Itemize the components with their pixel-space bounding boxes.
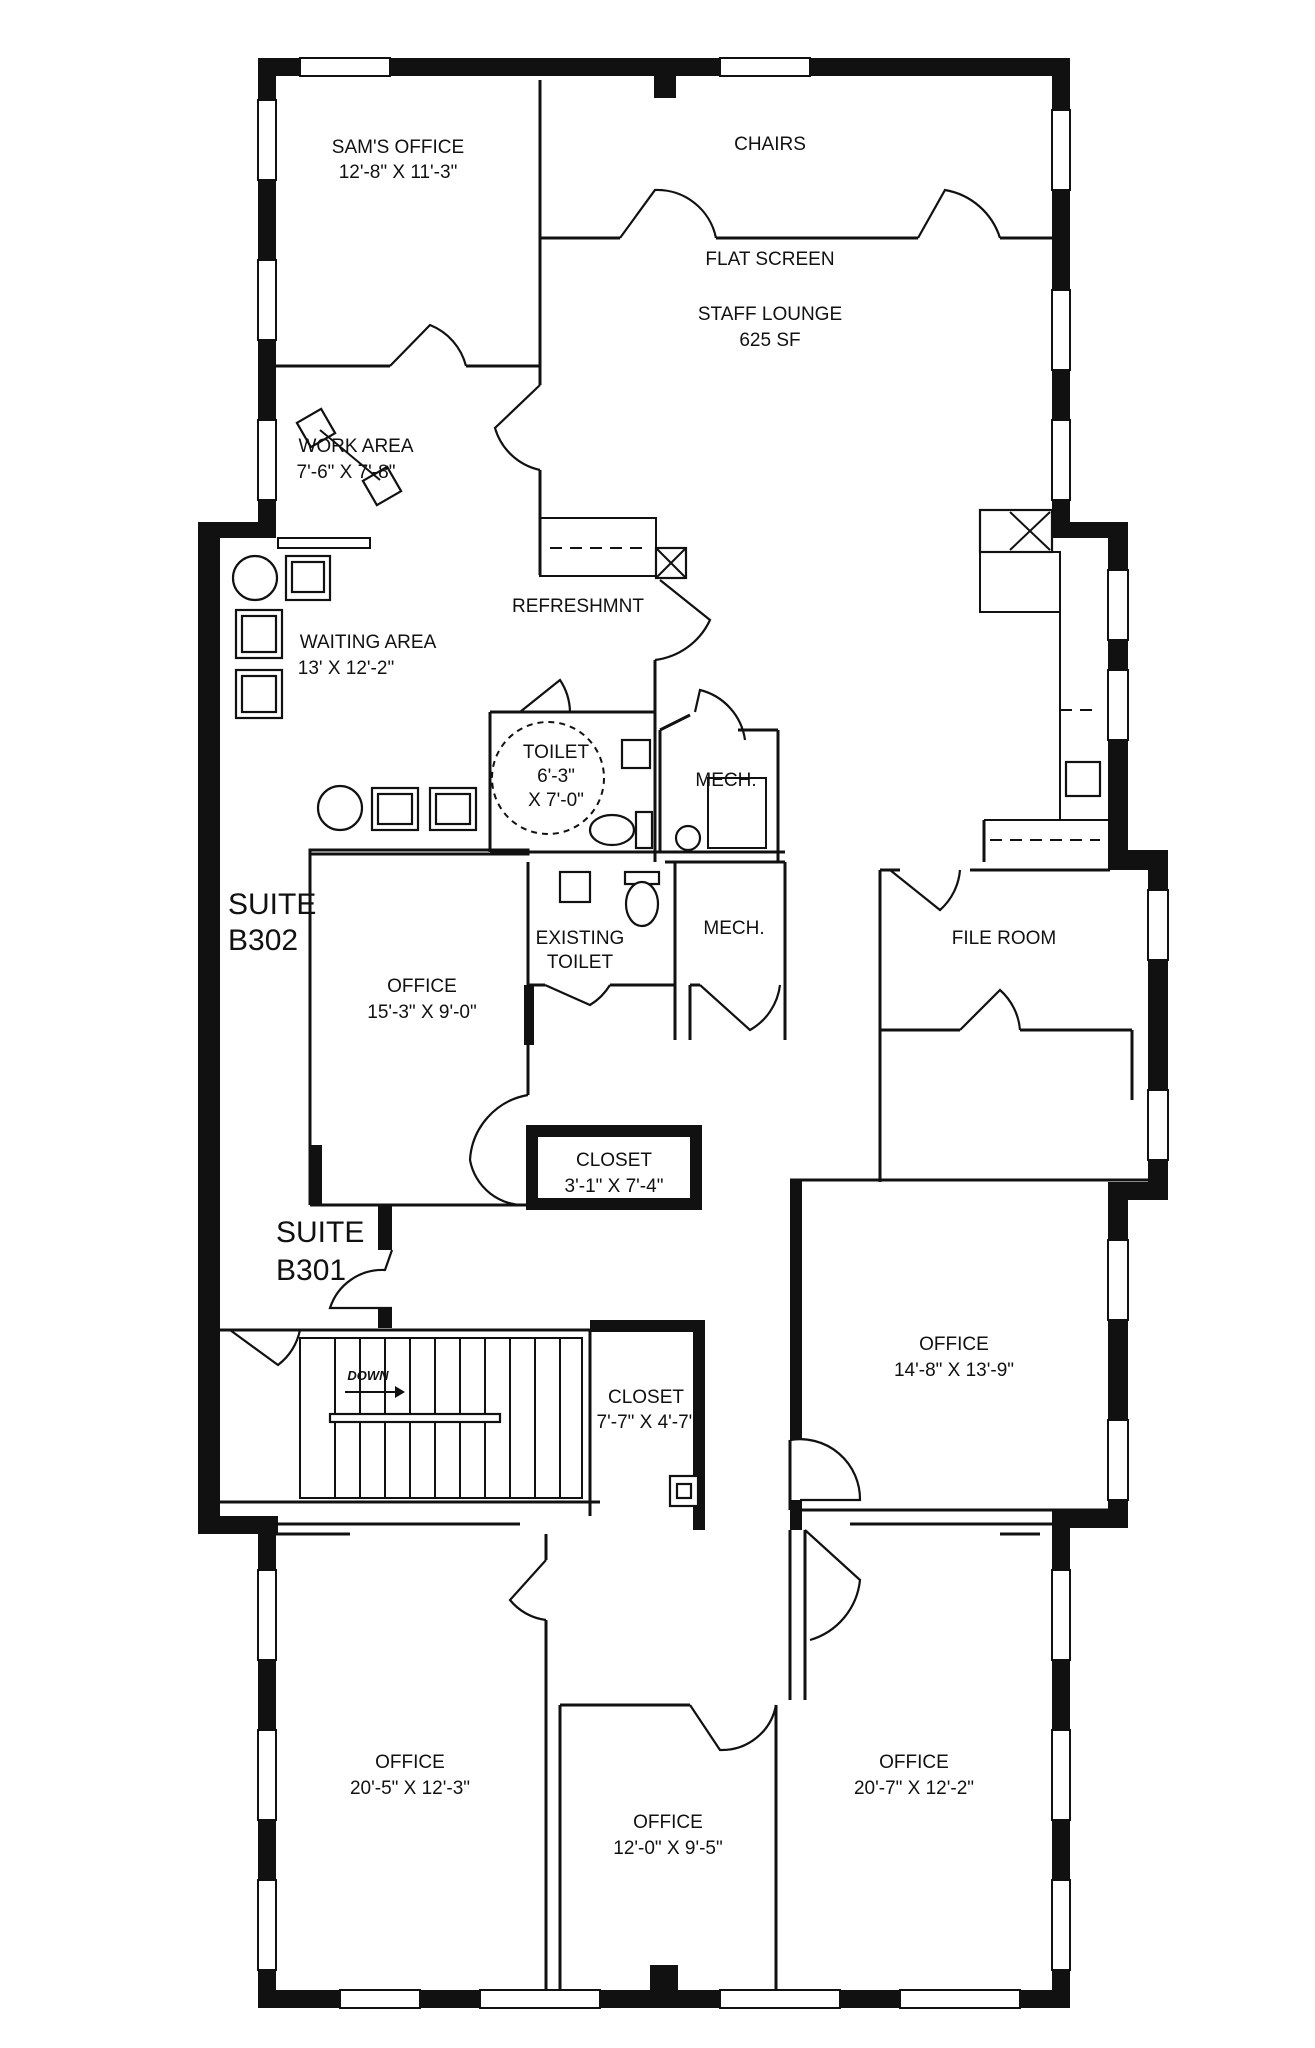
office-bottom-right-name: OFFICE xyxy=(879,1752,949,1773)
mech-lower-label: MECH. xyxy=(703,918,764,939)
office-bottom-right-size: 20'-7" X 12'-2" xyxy=(854,1778,974,1799)
staff-lounge-size: 625 SF xyxy=(739,330,800,351)
closet-stair-name: CLOSET xyxy=(608,1387,684,1408)
stair-treads xyxy=(328,1338,561,1498)
office-left-size: 15'-3" X 9'-0" xyxy=(367,1002,476,1023)
toilet-name: TOILET xyxy=(523,742,590,763)
interior-walls xyxy=(218,80,1150,1990)
office-bottom-mid-size: 12'-0" X 9'-5" xyxy=(613,1838,722,1859)
staff-lounge-name: STAFF LOUNGE xyxy=(698,304,842,325)
sams-office-name: SAM'S OFFICE xyxy=(332,137,464,158)
suite-labels: SUITE B302 SUITE B301 xyxy=(228,888,364,1287)
toilet-size-2: X 7'-0" xyxy=(528,790,584,811)
work-area-size: 7'-6" X 7'-8" xyxy=(297,462,396,483)
file-room-label: FILE ROOM xyxy=(952,928,1057,949)
office-bottom-left-name: OFFICE xyxy=(375,1752,445,1773)
office-bottom-left-size: 20'-5" X 12'-3" xyxy=(350,1778,470,1799)
closet-stair-size: 7'-7" X 4'-7" xyxy=(597,1412,696,1433)
suite-b301-line1: SUITE xyxy=(276,1216,364,1249)
office-left-name: OFFICE xyxy=(387,976,457,997)
stair-down-label: DOWN xyxy=(347,1368,389,1383)
closet-mid-size: 3'-1" X 7'-4" xyxy=(565,1176,664,1197)
existing-toilet-name-2: TOILET xyxy=(547,952,614,973)
suite-b302-line1: SUITE xyxy=(228,888,316,921)
waiting-area-name: WAITING AREA xyxy=(300,632,437,653)
suite-b301-line2: B301 xyxy=(276,1254,346,1287)
waiting-area-size: 13' X 12'-2" xyxy=(298,658,394,679)
windows xyxy=(257,57,1169,2009)
toilet-size-1: 6'-3" xyxy=(537,766,575,787)
office-right-size: 14'-8" X 13'-9" xyxy=(894,1360,1014,1381)
suite-b302-line2: B302 xyxy=(228,924,298,957)
doors xyxy=(229,188,1022,1752)
closet-mid-name: CLOSET xyxy=(576,1150,652,1171)
office-bottom-mid-name: OFFICE xyxy=(633,1812,703,1833)
refreshment-label: REFRESHMNT xyxy=(512,596,644,617)
chairs-label: CHAIRS xyxy=(734,134,806,155)
furniture xyxy=(231,407,767,1498)
mech-upper-label: MECH. xyxy=(695,770,756,791)
room-labels: SAM'S OFFICE 12'-8" X 11'-3" CHAIRS FLAT… xyxy=(297,134,1057,1859)
existing-toilet-name-1: EXISTING xyxy=(536,928,625,949)
office-right-name: OFFICE xyxy=(919,1334,989,1355)
flat-screen-label: FLAT SCREEN xyxy=(705,249,834,270)
work-area-name: WORK AREA xyxy=(298,436,413,457)
sams-office-size: 12'-8" X 11'-3" xyxy=(339,162,458,183)
exterior-walls xyxy=(198,58,1168,2008)
